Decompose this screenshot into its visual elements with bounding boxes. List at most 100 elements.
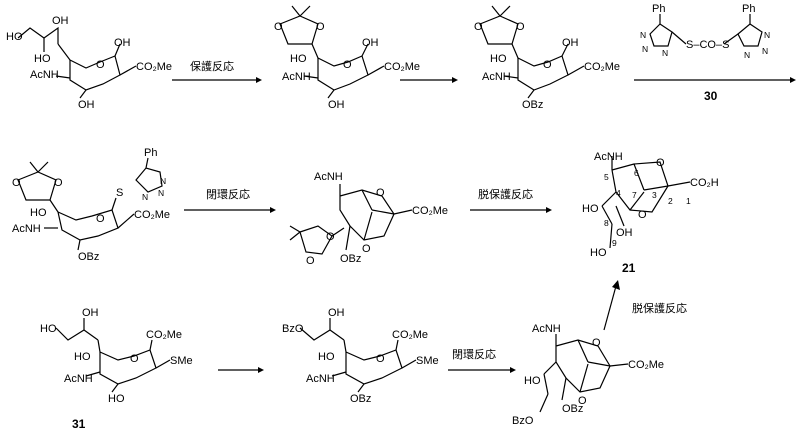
co2me-label: CO₂Me bbox=[136, 61, 172, 73]
phenyl-label: Ph bbox=[652, 3, 665, 15]
atom-number: 9 bbox=[612, 238, 617, 248]
compound-bicyclic-acetonide: AcNH O O CO₂Me O O OBz bbox=[289, 171, 448, 267]
sulfur-label: S bbox=[116, 187, 123, 199]
ho-label: HO bbox=[318, 351, 335, 363]
ring-oxygen-label: O bbox=[96, 59, 105, 71]
ho-label: HO bbox=[490, 53, 507, 65]
atom-number: 6 bbox=[634, 168, 639, 178]
acnh-label: AcNH bbox=[314, 171, 343, 183]
phenyl-label: Ph bbox=[144, 147, 157, 159]
condition-protection: 保護反応 bbox=[190, 59, 234, 73]
ring-oxygen-label: O bbox=[96, 213, 105, 225]
compound-bicyclic-route2: AcNH O O CO₂Me HO OBz BzO bbox=[512, 323, 664, 427]
compound-number-30: 30 bbox=[704, 89, 718, 103]
thioester-linker: S–CO–S bbox=[686, 39, 729, 51]
atom-number: 1 bbox=[686, 196, 691, 206]
reagent-30: Ph N N N S–CO–S Ph N N N bbox=[640, 3, 770, 60]
oxygen-label: O bbox=[474, 21, 483, 33]
ring-oxygen-label: O bbox=[362, 243, 371, 255]
atom-number: 8 bbox=[604, 218, 609, 228]
obz-label: OBz bbox=[350, 393, 371, 405]
obz-label: OBz bbox=[562, 403, 583, 415]
acnh-label: AcNH bbox=[12, 223, 41, 235]
co2h-label: CO₂H bbox=[690, 177, 719, 189]
oxygen-label: O bbox=[306, 255, 315, 267]
co2me-label: CO₂Me bbox=[584, 61, 620, 73]
condition-deprotection: 脱保護反応 bbox=[478, 187, 533, 201]
ho-label: HO bbox=[290, 53, 307, 65]
oh-label: OH bbox=[82, 307, 99, 319]
reaction-arrow-2 bbox=[400, 77, 458, 83]
ring-oxygen-label: O bbox=[543, 59, 552, 71]
co2me-label: CO₂Me bbox=[146, 329, 182, 341]
ring-oxygen-label: O bbox=[376, 187, 385, 199]
ho-label: HO bbox=[40, 323, 57, 335]
oxygen-label: O bbox=[516, 21, 525, 33]
ho-label: HO bbox=[582, 203, 599, 215]
nitrogen-label: N bbox=[142, 192, 148, 202]
bzo-label: BzO bbox=[512, 415, 534, 427]
nitrogen-label: N bbox=[662, 48, 668, 58]
ring-oxygen-label: O bbox=[130, 353, 139, 365]
atom-number: 2 bbox=[668, 196, 673, 206]
acnh-label: AcNH bbox=[30, 69, 59, 81]
co2me-label: CO₂Me bbox=[628, 359, 664, 371]
reaction-arrow-7: 閉環反応 bbox=[448, 347, 516, 373]
ring-oxygen-label: O bbox=[578, 395, 587, 407]
ring-oxygen-label: O bbox=[592, 337, 601, 349]
atom-number: 5 bbox=[604, 172, 609, 182]
reaction-arrow-1: 保護反応 bbox=[172, 59, 262, 83]
obz-label: OBz bbox=[340, 253, 361, 265]
compound-acetonide: O O HO AcNH OH O OH CO₂Me bbox=[274, 5, 420, 111]
co2me-label: CO₂Me bbox=[384, 61, 420, 73]
acnh-label: AcNH bbox=[64, 373, 93, 385]
compound-9-obz: BzO OH HO AcNH OBz O CO₂Me SMe bbox=[282, 307, 439, 405]
oh-label: OH bbox=[78, 99, 95, 111]
oh-label: OH bbox=[328, 99, 345, 111]
oxygen-label: O bbox=[54, 177, 63, 189]
atom-number: 3 bbox=[652, 190, 657, 200]
reaction-arrow-5: 脱保護反応 bbox=[470, 187, 552, 213]
compound-thiotetrazole: Ph N N N S O O HO AcNH OBz O CO₂Me bbox=[12, 147, 170, 263]
co2me-label: CO₂Me bbox=[134, 209, 170, 221]
compound-31: HO OH HO AcNH HO O CO₂Me SMe 31 bbox=[40, 307, 193, 431]
ho-label: HO bbox=[30, 207, 47, 219]
bzo-label: BzO bbox=[282, 323, 304, 335]
reaction-arrow-6 bbox=[218, 367, 264, 373]
acnh-label: AcNH bbox=[532, 323, 561, 335]
ho-label: HO bbox=[34, 53, 51, 65]
oh-label: OH bbox=[114, 37, 131, 49]
compound-number-31: 31 bbox=[72, 417, 86, 431]
acnh-label: AcNH bbox=[482, 71, 511, 83]
ho-label: HO bbox=[6, 31, 23, 43]
ho-label: HO bbox=[108, 393, 125, 405]
ring-oxygen-label: O bbox=[638, 209, 647, 221]
oxygen-label: O bbox=[326, 231, 335, 243]
sme-label: SMe bbox=[170, 355, 193, 367]
ho-label: HO bbox=[74, 351, 91, 363]
reaction-arrow-4: 閉環反応 bbox=[184, 187, 276, 213]
oh-label: OH bbox=[328, 307, 345, 319]
condition-cyclization: 閉環反応 bbox=[206, 187, 250, 201]
acnh-label: AcNH bbox=[282, 71, 311, 83]
compound-benzoate: O O HO AcNH OBz O OH CO₂Me bbox=[474, 5, 620, 111]
ring-oxygen-label: O bbox=[343, 59, 352, 71]
oh-label: OH bbox=[362, 37, 379, 49]
ring-oxygen-label: O bbox=[656, 157, 665, 169]
condition-deprotection-route2: 脱保護反応 bbox=[632, 301, 687, 315]
oh-label: OH bbox=[562, 37, 579, 49]
ring-oxygen-label: O bbox=[376, 353, 385, 365]
obz-label: OBz bbox=[78, 251, 99, 263]
sme-label: SMe bbox=[416, 355, 439, 367]
nitrogen-label: N bbox=[160, 176, 166, 186]
oxygen-label: O bbox=[274, 21, 283, 33]
acnh-label: AcNH bbox=[594, 151, 623, 163]
nitrogen-label: N bbox=[158, 188, 164, 198]
co2me-label: CO₂Me bbox=[412, 205, 448, 217]
reaction-arrow-3: 30 bbox=[634, 77, 796, 103]
oxygen-label: O bbox=[316, 21, 325, 33]
oh-label: OH bbox=[616, 227, 633, 239]
phenyl-label: Ph bbox=[742, 3, 755, 15]
oxygen-label: O bbox=[12, 177, 21, 189]
